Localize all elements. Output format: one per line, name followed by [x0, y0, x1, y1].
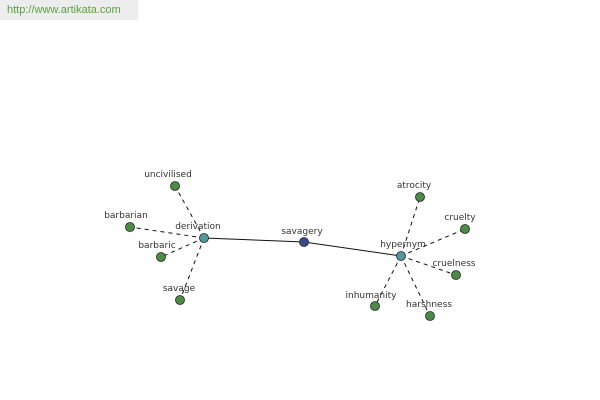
label-savagery[interactable]: savagery	[281, 227, 323, 237]
node-savage[interactable]	[175, 295, 185, 305]
edge-center-derivation	[203, 237, 305, 243]
node-barbaric[interactable]	[156, 252, 166, 262]
label-hypernym[interactable]: hypernym	[380, 240, 426, 250]
node-cruelness[interactable]	[451, 270, 461, 280]
edge-derivation-savage	[179, 237, 205, 301]
label-uncivilised[interactable]: uncivilised	[144, 170, 192, 180]
label-harshness[interactable]: harshness	[406, 300, 452, 310]
label-inhumanity[interactable]: inhumanity	[346, 291, 398, 301]
graph-labels: uncivilised barbarian barbaric savage deriva…	[104, 170, 476, 310]
node-savagery[interactable]	[299, 237, 309, 247]
edge-hypernym-cruelness	[400, 255, 457, 276]
edge-hypernym-atrocity	[400, 196, 421, 257]
label-barbaric[interactable]: barbaric	[138, 241, 175, 251]
node-inhumanity[interactable]	[370, 301, 380, 311]
label-derivation[interactable]: derivation	[175, 222, 221, 232]
node-harshness[interactable]	[425, 311, 435, 321]
edge-hypernym-harshness	[400, 255, 431, 317]
label-cruelness[interactable]: cruelness	[432, 259, 475, 269]
node-barbarian[interactable]	[125, 222, 135, 232]
label-savage[interactable]: savage	[163, 284, 196, 294]
graph-nodes	[125, 181, 470, 321]
label-cruelty[interactable]: cruelty	[444, 213, 476, 223]
edge-derivation-uncivilised	[174, 185, 205, 239]
edge-hypernym-cruelty	[400, 228, 466, 257]
site-url-link[interactable]: http://www.artikata.com	[0, 0, 138, 20]
node-atrocity[interactable]	[415, 192, 425, 202]
node-hypernym[interactable]	[396, 251, 406, 261]
label-barbarian[interactable]: barbarian	[104, 211, 148, 221]
label-atrocity[interactable]: atrocity	[397, 181, 432, 191]
node-uncivilised[interactable]	[170, 181, 180, 191]
node-derivation[interactable]	[199, 233, 209, 243]
graph-edges	[129, 185, 466, 317]
edge-hypernym-inhumanity	[374, 255, 402, 307]
node-cruelty[interactable]	[460, 224, 470, 234]
edge-center-hypernym	[303, 241, 402, 257]
